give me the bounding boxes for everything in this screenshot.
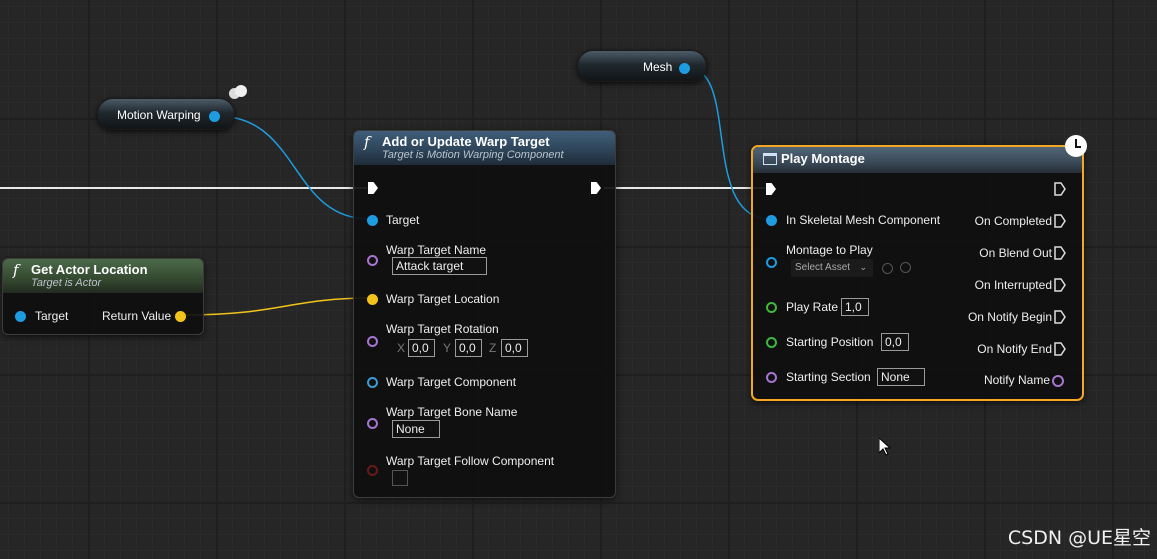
- rotation-z-input[interactable]: 0,0: [501, 339, 528, 357]
- on-notify-begin-label: On Notify Begin: [967, 310, 1052, 324]
- exec-input-pin[interactable]: [368, 182, 378, 194]
- warp-target-header: f Add or Update Warp Target Target is Mo…: [354, 131, 615, 165]
- rotation-y-label: Y: [443, 341, 452, 355]
- motion-warping-wire: [216, 115, 371, 220]
- play-montage-title: Play Montage: [781, 151, 865, 166]
- play-rate-pin[interactable]: [766, 302, 777, 313]
- montage-exec-input-pin[interactable]: [766, 183, 776, 195]
- rotation-x-input[interactable]: 0,0: [408, 339, 435, 357]
- warp-target-component-label: Warp Target Component: [386, 375, 517, 389]
- warp-target-bone-name-input[interactable]: None: [392, 420, 440, 438]
- on-completed-pin[interactable]: [1054, 214, 1066, 228]
- on-notify-end-label: On Notify End: [977, 342, 1052, 356]
- warp-target-subtitle: Target is Motion Warping Component: [382, 149, 564, 161]
- motion-warping-label: Motion Warping: [117, 108, 201, 122]
- warp-target-location-pin[interactable]: [367, 294, 378, 305]
- on-notify-end-pin[interactable]: [1054, 342, 1066, 356]
- watermark: CSDN @UE星空: [1007, 527, 1151, 549]
- warp-target-bone-name-label: Warp Target Bone Name: [386, 405, 518, 419]
- notify-name-pin[interactable]: [1052, 375, 1064, 387]
- skeletal-mesh-label: In Skeletal Mesh Component: [786, 213, 941, 227]
- comment-bubble-icon[interactable]: [229, 85, 247, 101]
- play-rate-label: Play Rate: [786, 300, 839, 314]
- add-or-update-warp-target-node[interactable]: f Add or Update Warp Target Target is Mo…: [353, 130, 616, 498]
- warp-target-rotation-pin[interactable]: [367, 336, 378, 347]
- motion-warping-variable-node[interactable]: Motion Warping: [97, 98, 235, 130]
- motion-warping-output-pin[interactable]: [209, 111, 220, 122]
- on-completed-label: On Completed: [974, 214, 1052, 228]
- warp-target-location-label: Warp Target Location: [386, 292, 500, 306]
- get-actor-location-node[interactable]: f Get Actor Location Target is Actor Tar…: [2, 258, 204, 335]
- get-actor-location-subtitle: Target is Actor: [31, 277, 102, 289]
- montage-exec-output-pin[interactable]: [1054, 182, 1066, 196]
- on-blend-out-pin[interactable]: [1054, 246, 1066, 260]
- play-montage-header: Play Montage: [753, 147, 1082, 173]
- starting-section-input[interactable]: None: [877, 368, 925, 386]
- starting-section-label: Starting Section: [786, 370, 871, 384]
- warp-target-name-pin[interactable]: [367, 255, 378, 266]
- function-icon: f: [13, 261, 19, 279]
- target-input-pin[interactable]: [15, 311, 26, 322]
- rotation-z-label: Z: [489, 341, 497, 355]
- warp-target-component-pin[interactable]: [367, 377, 378, 388]
- montage-node-icon: [763, 153, 777, 165]
- rotation-x-label: X: [397, 341, 406, 355]
- chevron-down-icon: ⌄: [859, 262, 867, 272]
- warp-target-label: Target: [386, 213, 420, 227]
- location-wire: [183, 297, 372, 316]
- warp-target-follow-component-pin[interactable]: [367, 465, 378, 476]
- use-selected-asset-icon[interactable]: [882, 263, 893, 274]
- starting-position-input[interactable]: 0,0: [881, 333, 909, 351]
- function-icon: f: [364, 133, 370, 151]
- play-montage-node[interactable]: Play Montage In Skeletal Mesh Component …: [751, 135, 1087, 401]
- mesh-variable-node[interactable]: Mesh: [577, 50, 707, 82]
- mouse-cursor-icon: [879, 438, 891, 456]
- on-interrupted-label: On Interrupted: [974, 278, 1052, 292]
- return-value-output-pin[interactable]: [175, 311, 186, 322]
- on-interrupted-pin[interactable]: [1054, 278, 1066, 292]
- on-blend-out-label: On Blend Out: [979, 246, 1052, 260]
- warp-target-bone-name-pin[interactable]: [367, 418, 378, 429]
- warp-target-name-label: Warp Target Name: [386, 243, 487, 257]
- play-rate-input[interactable]: 1,0: [841, 298, 869, 316]
- warp-target-follow-component-label: Warp Target Follow Component: [386, 454, 555, 468]
- mesh-output-pin[interactable]: [679, 63, 690, 74]
- mesh-label: Mesh: [643, 60, 673, 74]
- montage-to-play-label: Montage to Play: [786, 243, 873, 257]
- rotation-y-input[interactable]: 0,0: [455, 339, 482, 357]
- warp-target-title: Add or Update Warp Target: [382, 134, 550, 149]
- warp-target-rotation-label: Warp Target Rotation: [386, 322, 499, 336]
- latent-clock-icon: [1065, 135, 1087, 157]
- notify-name-label: Notify Name: [983, 373, 1050, 387]
- target-pin-label: Target: [35, 309, 69, 323]
- get-actor-location-title: Get Actor Location: [31, 262, 148, 277]
- browse-asset-search-icon[interactable]: [900, 262, 911, 273]
- return-value-label: Return Value: [102, 309, 172, 323]
- starting-position-pin[interactable]: [766, 337, 777, 348]
- select-asset-label: Select Asset: [795, 262, 851, 273]
- warp-target-name-input[interactable]: Attack target: [392, 257, 487, 275]
- on-notify-begin-pin[interactable]: [1054, 310, 1066, 324]
- exec-output-pin[interactable]: [591, 182, 601, 194]
- select-asset-dropdown[interactable]: Select Asset ⌄: [791, 259, 873, 277]
- starting-position-label: Starting Position: [786, 335, 874, 349]
- follow-component-checkbox[interactable]: [392, 470, 408, 486]
- montage-to-play-pin[interactable]: [766, 257, 777, 268]
- starting-section-pin[interactable]: [766, 372, 777, 383]
- warp-target-input-pin[interactable]: [367, 215, 378, 226]
- skeletal-mesh-input-pin[interactable]: [766, 215, 777, 226]
- get-actor-location-header: f Get Actor Location Target is Actor: [3, 259, 203, 293]
